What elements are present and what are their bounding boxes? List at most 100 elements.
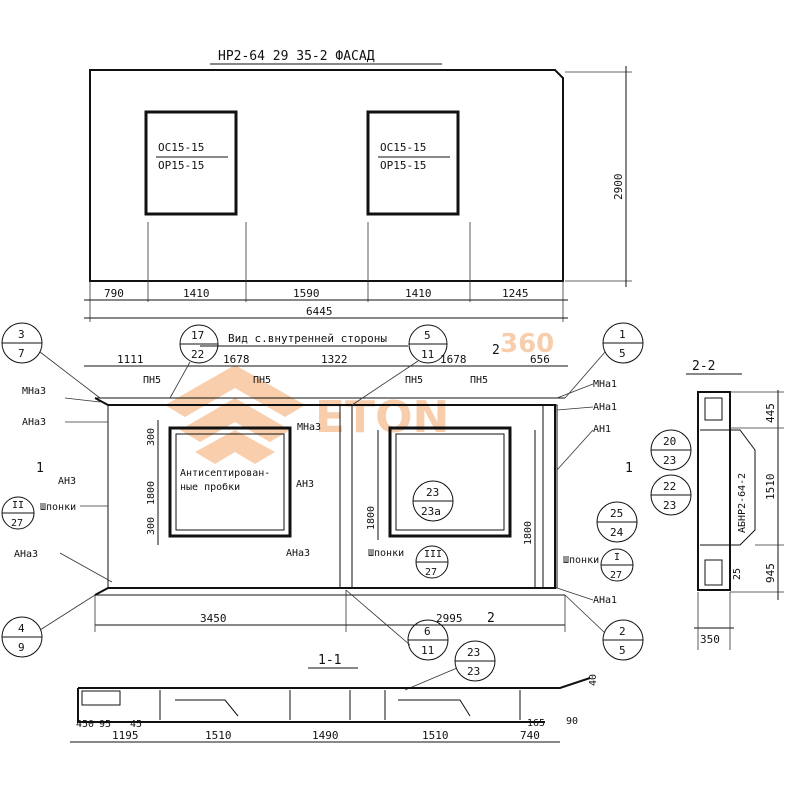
- inner-vdim-1800-center: 1800: [366, 506, 377, 530]
- svg-text:1: 1: [619, 328, 626, 341]
- facade-window-left-label-1: ОС15-15: [158, 141, 204, 154]
- left-label-mna3: МНа3: [22, 386, 46, 397]
- section-11-title: 1-1: [318, 653, 341, 668]
- inner-vdim-300-top: 300: [146, 428, 157, 446]
- antiseptic-note-2: ные пробки: [180, 481, 240, 493]
- right-rib: [542, 404, 558, 589]
- inner-bottom-dim-1: 3450: [200, 612, 227, 625]
- s11-dim-1510b: 1510: [422, 729, 449, 742]
- facade-window-left: [144, 110, 238, 216]
- svg-text:25: 25: [610, 507, 623, 520]
- facade-window-right: [366, 110, 460, 216]
- inner-dim-top-4: 1678: [440, 353, 467, 366]
- inner-view: Вид с.внутренней стороны 1111 1678 1322 …: [14, 332, 633, 632]
- inner-window-right: [388, 426, 512, 538]
- facade-dim-4: 1410: [405, 287, 432, 300]
- svg-text:22: 22: [663, 480, 676, 493]
- facade-dim-3: 1590: [293, 287, 320, 300]
- svg-text:6: 6: [424, 625, 431, 638]
- callout-I-27: I 27: [600, 548, 634, 582]
- watermark-text: ETON: [315, 392, 449, 443]
- svg-text:24: 24: [610, 526, 624, 539]
- pn-label-4: ПН5: [470, 375, 488, 386]
- pn-label-2: ПН5: [253, 375, 271, 386]
- callout-4-9: 49: [1, 616, 43, 658]
- section-22-outline: [697, 391, 731, 591]
- svg-text:22: 22: [191, 348, 204, 361]
- svg-text:23а: 23а: [421, 505, 441, 518]
- inner-dim-top-3: 1322: [321, 353, 348, 366]
- section-mark-2-bottom: 2: [487, 611, 495, 626]
- svg-text:23: 23: [426, 486, 439, 499]
- s22-dim-1510: 1510: [764, 474, 777, 501]
- inner-panel-outline: [94, 397, 556, 596]
- svg-text:23: 23: [663, 499, 676, 512]
- inner-vdim-1800-left: 1800: [146, 481, 157, 505]
- section-mark-1-right: 1: [625, 461, 633, 476]
- facade-view: НР2-64 29 35-2 ФАСАД ОС15-15 ОР15-15 ОС1…: [84, 49, 632, 322]
- center-rib: [339, 404, 353, 589]
- s11-dim-1490: 1490: [312, 729, 339, 742]
- inner-vdim-1800-right: 1800: [523, 521, 534, 545]
- facade-panel-outline: [89, 69, 564, 282]
- facade-dim-2: 1410: [183, 287, 210, 300]
- facade-window-right-label-2: ОР15-15: [380, 159, 426, 172]
- s11-dim-1510a: 1510: [205, 729, 232, 742]
- s22-dim-350: 350: [700, 633, 720, 646]
- center-label-shponki: Шпонки: [368, 548, 404, 559]
- s11-dim-1195: 1195: [112, 729, 139, 742]
- facade-dim-total: 6445: [306, 305, 333, 318]
- svg-text:27: 27: [425, 567, 437, 578]
- s22-dim-25: 25: [732, 568, 743, 580]
- svg-text:23: 23: [663, 454, 676, 467]
- svg-text:27: 27: [11, 518, 23, 529]
- s11-dim-165: 165: [527, 718, 545, 729]
- section-22-block-label: АБНР2-64-2: [737, 473, 748, 533]
- svg-text:5: 5: [424, 329, 431, 342]
- svg-text:27: 27: [610, 570, 622, 581]
- pn-label-1: ПН5: [143, 375, 161, 386]
- section-22-title: 2-2: [692, 359, 715, 374]
- center-label-an3: АН3: [296, 479, 314, 490]
- inner-view-title: Вид с.внутренней стороны: [228, 332, 387, 345]
- svg-text:7: 7: [18, 347, 25, 360]
- svg-text:5: 5: [619, 644, 626, 657]
- svg-text:III: III: [424, 549, 442, 560]
- inner-dim-top-2: 1678: [223, 353, 250, 366]
- section-mark-1-left: 1: [36, 461, 44, 476]
- s11-dim-450: 450: [76, 719, 94, 730]
- svg-text:11: 11: [421, 348, 434, 361]
- right-label-ana1-bottom: АНа1: [593, 595, 617, 606]
- watermark-number: 360: [500, 329, 554, 359]
- svg-text:II: II: [12, 500, 24, 511]
- antiseptic-note-1: Антисептирован-: [180, 468, 270, 479]
- right-label-ana1-top: АНа1: [593, 402, 617, 413]
- svg-text:2: 2: [619, 625, 626, 638]
- facade-dim-5: 1245: [502, 287, 529, 300]
- facade-dim-1: 790: [104, 287, 124, 300]
- inner-bottom-dim-2: 2995: [436, 612, 463, 625]
- inner-dim-top-5: 656: [530, 353, 550, 366]
- s22-dim-445: 445: [764, 403, 777, 423]
- right-label-mna1: МНа1: [593, 379, 617, 390]
- callout-1-5: 15: [602, 322, 644, 364]
- s11-dim-95: 95: [99, 719, 111, 730]
- svg-text:3: 3: [18, 328, 25, 341]
- svg-text:4: 4: [18, 622, 25, 635]
- callout-3-7: 37: [1, 322, 43, 364]
- s22-dim-945: 945: [764, 563, 777, 583]
- s11-dim-45: 45: [130, 719, 142, 730]
- svg-text:20: 20: [663, 435, 676, 448]
- svg-text:9: 9: [18, 641, 25, 654]
- facade-dim-height: 2900: [612, 174, 625, 201]
- svg-text:I: I: [614, 552, 620, 563]
- right-label-an1: АН1: [593, 424, 611, 435]
- facade-window-right-label-1: ОС15-15: [380, 141, 426, 154]
- section-1-1: 1-1 450 95 45 1195 1510 1490 1510 740 16…: [70, 653, 599, 743]
